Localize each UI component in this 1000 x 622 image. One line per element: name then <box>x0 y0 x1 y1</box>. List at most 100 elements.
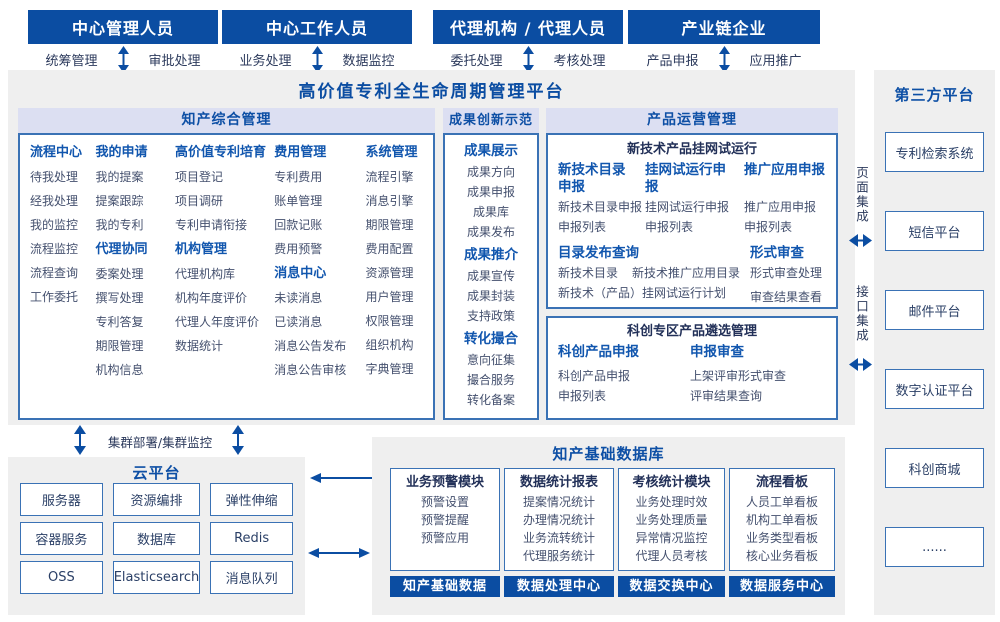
menu-group: 成果方向成果申报成果库成果发布 <box>449 165 533 240</box>
role-group-agency: 代理机构 / 代理人员 委托处理 考核处理 <box>433 10 623 74</box>
menu-item: 推广应用申报 <box>744 200 817 214</box>
section-header: 成果创新示范 <box>443 108 539 133</box>
third-party-box: 邮件平台 <box>885 290 984 330</box>
menu-item: 挂网试运行申报 <box>645 200 730 214</box>
menu-item: 办理情况统计 <box>522 513 595 527</box>
third-party-box: ...... <box>885 527 984 567</box>
role-title-bar: 产业链企业 <box>628 10 820 44</box>
menu-item: 业务处理质量 <box>635 513 708 527</box>
menu-item: 代理人年度评价 <box>174 315 259 329</box>
menu-item: 申报列表 <box>558 220 607 234</box>
module-heading: 流程看板 <box>755 475 808 490</box>
group-heading: 形式审查 <box>750 245 804 261</box>
platform-title: 高价值专利全生命周期管理平台 <box>298 82 565 102</box>
menu-item: 新技术目录 <box>558 266 619 280</box>
menu-item: 资源管理 <box>365 266 414 280</box>
third-party-box: 数字认证平台 <box>885 369 984 409</box>
menu-item: 数据统计 <box>174 339 223 353</box>
double-vertical-arrow-icon <box>232 425 244 455</box>
menu-item: 权限管理 <box>365 314 414 328</box>
menu-item: 代理服务统计 <box>522 549 595 563</box>
group-heading: 我的申请 <box>95 145 148 160</box>
menu-item: 申报列表 <box>744 220 793 234</box>
menu-item: 专利答复 <box>95 315 144 329</box>
menu-group: 项目登记项目调研专利申请衔接 <box>175 170 266 233</box>
menu-group: 未读消息已读消息消息公告发布消息公告审核 <box>274 291 357 378</box>
section-header: 产品运营管理 <box>546 108 838 133</box>
section-ip-management: 知产综合管理 流程中心 待我处理经我处理我的监控流程监控流程查询工作委托 我的申… <box>18 108 435 420</box>
menu-item: 撮合服务 <box>466 373 515 387</box>
cloud-service-box: 服务器 <box>20 483 103 516</box>
group-heading: 申报审查 <box>690 344 744 360</box>
menu-group: 我的提案提案跟踪我的专利 <box>96 170 167 233</box>
data-center-bar: 数据交换中心 <box>618 576 725 597</box>
menu-item: 成果发布 <box>466 225 515 239</box>
menu-group: 推广应用申报申报列表 <box>744 200 826 235</box>
double-vertical-arrow-icon <box>522 45 534 73</box>
menu-item: 异常情况监控 <box>635 531 708 545</box>
menu-item: 提案情况统计 <box>522 495 595 509</box>
menu-item: 我的提案 <box>95 170 144 184</box>
menu-group: 人员工单看板机构工单看板业务类型看板核心业务看板 <box>730 495 834 564</box>
menu-item: 项目登记 <box>174 170 223 184</box>
menu-item: 代理人员考核 <box>635 549 708 563</box>
role-function-label: 应用推广 <box>749 53 802 69</box>
menu-item: 人员工单看板 <box>745 495 818 509</box>
menu-item: 用户管理 <box>365 290 414 304</box>
group-heading: 机构管理 <box>174 242 227 257</box>
ip-database-title: 知产基础数据库 <box>552 445 665 463</box>
menu-item: 成果封装 <box>466 289 515 303</box>
menu-item: 评审结果查询 <box>690 389 763 403</box>
menu-item: 上架评审形式审查 <box>690 369 787 383</box>
menu-item: 机构信息 <box>95 363 144 377</box>
menu-item: 项目调研 <box>174 194 223 208</box>
menu-group: 委案处理撰写处理专利答复期限管理机构信息 <box>96 267 167 378</box>
third-party-box: 短信平台 <box>885 211 984 251</box>
double-horizontal-arrow-icon <box>849 234 872 247</box>
menu-item: 代理机构库 <box>174 267 235 281</box>
role-group-industry: 产业链企业 产品申报 应用推广 <box>628 10 820 74</box>
cloud-service-box: 容器服务 <box>20 522 103 555</box>
menu-item: 专利费用 <box>274 170 323 184</box>
menu-item: 业务流转统计 <box>522 531 595 545</box>
menu-item: 科创产品申报 <box>558 369 631 383</box>
cloud-service-box: Redis <box>210 522 293 555</box>
menu-item: 成果库 <box>472 205 509 219</box>
menu-item: 业务类型看板 <box>745 531 818 545</box>
menu-item: 撰写处理 <box>95 291 144 305</box>
menu-item: 申报列表 <box>558 389 607 403</box>
menu-item: 意向征集 <box>466 353 515 367</box>
menu-item: 委案处理 <box>95 267 144 281</box>
menu-item: 字典管理 <box>365 362 414 376</box>
menu-item: 消息公告发布 <box>274 339 347 353</box>
role-title-bar: 中心工作人员 <box>222 10 412 44</box>
group-heading: 成果展示 <box>464 143 518 159</box>
role-group-center-staff: 中心工作人员 业务处理 数据监控 <box>222 10 412 74</box>
menu-item: 消息公告审核 <box>274 363 347 377</box>
third-party-panel: 第三方平台 专利检索系统短信平台邮件平台数字认证平台科创商城...... <box>874 70 995 615</box>
menu-item: 新技术目录申报 <box>558 200 643 214</box>
menu-group: 形式审查处理审查结果查看 <box>750 266 826 305</box>
menu-item: 已读消息 <box>274 315 323 329</box>
menu-group: 挂网试运行申报申报列表 <box>645 200 737 235</box>
third-party-title: 第三方平台 <box>894 86 975 104</box>
menu-group: 科创产品申报申报列表 <box>558 369 668 404</box>
group-heading: 挂网试运行申报 <box>645 162 726 195</box>
db-module: 考核统计模块 业务处理时效业务处理质量异常情况监控代理人员考核 数据交换中心 <box>618 468 725 597</box>
menu-group: 意向征集撮合服务转化备案 <box>449 353 533 408</box>
menu-item: 成果申报 <box>466 185 515 199</box>
cloud-service-box: 消息队列 <box>210 561 293 594</box>
menu-group: 提案情况统计办理情况统计业务流转统计代理服务统计 <box>505 495 613 564</box>
box-title: 新技术产品挂网试运行 <box>626 142 757 157</box>
menu-item: 新技术推广应用目录 <box>632 266 741 280</box>
group-heading: 高价值专利培育 <box>174 145 266 160</box>
menu-item: 成果方向 <box>466 165 515 179</box>
double-vertical-arrow-icon <box>74 425 86 455</box>
menu-group: 代理机构库机构年度评价代理人年度评价数据统计 <box>175 267 266 354</box>
menu-item: 流程监控 <box>30 242 79 256</box>
menu-item: 审查结果查看 <box>750 290 823 304</box>
menu-group: 新技术目录申报申报列表 <box>558 200 643 235</box>
role-title-bar: 中心管理人员 <box>28 10 218 44</box>
third-party-box: 专利检索系统 <box>885 132 984 172</box>
